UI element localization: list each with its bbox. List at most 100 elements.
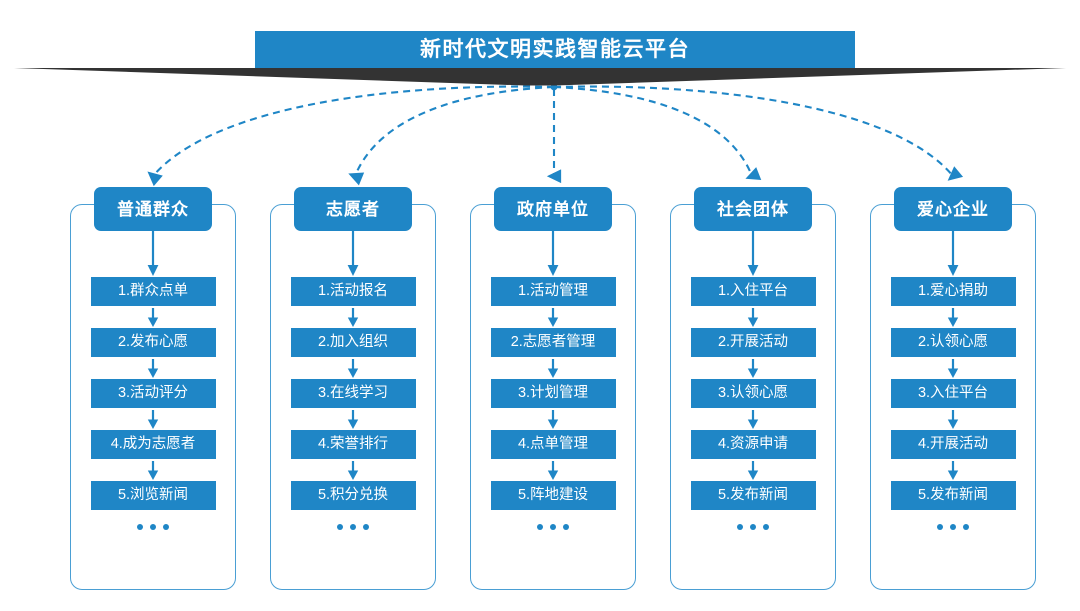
step-item[interactable]: 4.开展活动 [890,430,1016,459]
column-header-label: 爱心企业 [917,199,989,219]
step-label: 3.在线学习 [317,385,389,402]
step-arrow-icon [547,461,559,480]
step-label: 4.荣誉排行 [317,436,389,453]
step-item[interactable]: 5.阵地建设 [490,481,616,510]
step-label: 3.计划管理 [517,385,589,402]
step-item[interactable]: 4.成为志愿者 [90,430,216,459]
step-label: 1.活动管理 [517,283,589,300]
step-item[interactable]: 2.发布心愿 [90,328,216,357]
step-arrow-icon [947,410,959,429]
category-column-3[interactable]: 政府单位 1.活动管理 2.志愿者管理 3.计划管理 4.点单管理 5.阵地建设 [470,187,636,590]
more-items-ellipsis [537,524,569,530]
column-header-4[interactable]: 社会团体 [694,187,812,231]
step-arrow-icon [347,410,359,429]
step-item[interactable]: 1.群众点单 [90,277,216,306]
step-label: 3.认领心愿 [717,385,789,402]
step-item[interactable]: 4.点单管理 [490,430,616,459]
step-arrow-icon [147,461,159,480]
category-column-4[interactable]: 社会团体 1.入住平台 2.开展活动 3.认领心愿 4.资源申请 5.发布新闻 [670,187,836,590]
column-header-1[interactable]: 普通群众 [94,187,212,231]
step-item[interactable]: 3.认领心愿 [690,379,816,408]
category-column-5[interactable]: 爱心企业 1.爱心捐助 2.认领心愿 3.入住平台 4.开展活动 5.发布新闻 [870,187,1036,590]
step-arrow-icon [347,461,359,480]
step-label: 2.开展活动 [717,334,789,351]
more-items-ellipsis [137,524,169,530]
step-item[interactable]: 3.在线学习 [290,379,416,408]
category-column-1[interactable]: 普通群众 1.群众点单 2.发布心愿 3.活动评分 4.成为志愿者 5.浏览新闻 [70,187,236,590]
step-list-5: 1.爱心捐助 2.认领心愿 3.入住平台 4.开展活动 5.发布新闻 [871,277,1035,530]
step-item[interactable]: 3.入住平台 [890,379,1016,408]
step-arrow-icon [947,308,959,327]
step-arrow-icon [747,410,759,429]
column-header-5[interactable]: 爱心企业 [894,187,1012,231]
header-to-step-connector [947,231,959,276]
step-arrow-icon [147,308,159,327]
step-item[interactable]: 5.浏览新闻 [90,481,216,510]
column-header-label: 政府单位 [517,199,589,219]
connector-to-column-1 [147,85,555,187]
step-list-4: 1.入住平台 2.开展活动 3.认领心愿 4.资源申请 5.发布新闻 [671,277,835,530]
step-item[interactable]: 2.认领心愿 [890,328,1016,357]
step-label: 5.发布新闻 [917,487,989,504]
step-item[interactable]: 4.资源申请 [690,430,816,459]
step-label: 4.点单管理 [517,436,589,453]
step-label: 5.阵地建设 [517,487,589,504]
step-item[interactable]: 2.志愿者管理 [490,328,616,357]
step-item[interactable]: 1.活动报名 [290,277,416,306]
step-arrow-icon [347,359,359,378]
step-label: 3.活动评分 [117,385,189,402]
more-items-ellipsis [737,524,769,530]
step-label: 2.加入组织 [317,334,389,351]
column-header-label: 普通群众 [117,199,189,219]
step-label: 5.发布新闻 [717,487,789,504]
column-header-2[interactable]: 志愿者 [294,187,412,231]
column-header-label: 社会团体 [717,199,789,219]
step-arrow-icon [947,461,959,480]
step-arrow-icon [947,359,959,378]
step-label: 2.认领心愿 [917,334,989,351]
step-item[interactable]: 3.活动评分 [90,379,216,408]
header-to-step-connector [347,231,359,276]
step-item[interactable]: 2.加入组织 [290,328,416,357]
header-to-step-connector [147,231,159,276]
step-arrow-icon [347,308,359,327]
step-label: 1.群众点单 [117,283,189,300]
more-items-ellipsis [337,524,369,530]
header-to-step-connector [747,231,759,276]
step-list-1: 1.群众点单 2.发布心愿 3.活动评分 4.成为志愿者 5.浏览新闻 [71,277,235,530]
category-column-2[interactable]: 志愿者 1.活动报名 2.加入组织 3.在线学习 4.荣誉排行 5.积分兑换 [270,187,436,590]
step-label: 1.活动报名 [317,283,389,300]
step-arrow-icon [747,308,759,327]
step-item[interactable]: 1.入住平台 [690,277,816,306]
more-items-ellipsis [937,524,969,530]
step-item[interactable]: 2.开展活动 [690,328,816,357]
step-arrow-icon [747,461,759,480]
step-label: 1.入住平台 [717,283,789,300]
step-label: 4.成为志愿者 [110,436,196,453]
header-to-step-connector [547,231,559,276]
step-arrow-icon [547,359,559,378]
platform-title-banner: 新时代文明实践智能云平台 [255,31,855,68]
step-arrow-icon [147,359,159,378]
step-item[interactable]: 1.爱心捐助 [890,277,1016,306]
column-header-label: 志愿者 [326,199,380,219]
step-label: 5.积分兑换 [317,487,389,504]
step-list-3: 1.活动管理 2.志愿者管理 3.计划管理 4.点单管理 5.阵地建设 [471,277,635,530]
step-label: 4.开展活动 [917,436,989,453]
step-item[interactable]: 5.发布新闻 [690,481,816,510]
title-ribbon [14,68,1066,86]
step-label: 2.发布心愿 [117,334,189,351]
step-arrow-icon [747,359,759,378]
connector-to-column-4 [553,85,762,181]
column-header-3[interactable]: 政府单位 [494,187,612,231]
step-label: 3.入住平台 [917,385,989,402]
step-item[interactable]: 1.活动管理 [490,277,616,306]
step-item[interactable]: 5.积分兑换 [290,481,416,510]
step-label: 2.志愿者管理 [510,334,596,351]
step-item[interactable]: 3.计划管理 [490,379,616,408]
step-item[interactable]: 4.荣誉排行 [290,430,416,459]
step-item[interactable]: 5.发布新闻 [890,481,1016,510]
step-label: 5.浏览新闻 [117,487,189,504]
page-title: 新时代文明实践智能云平台 [420,38,690,61]
